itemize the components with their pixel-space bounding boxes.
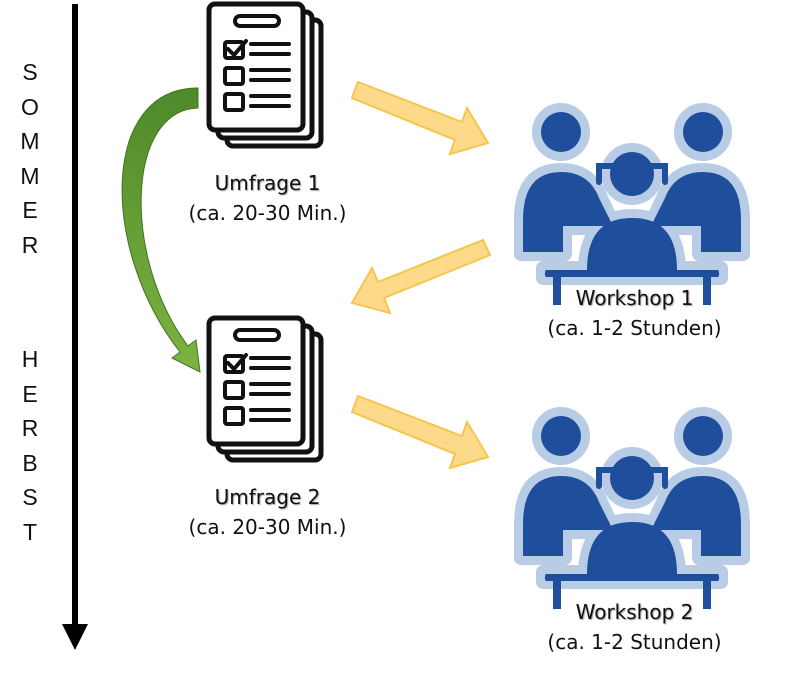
survey-1-checklist-icon xyxy=(209,4,321,146)
survey-2-duration: (ca. 20-30 Min.) xyxy=(188,515,347,539)
season-letter: O xyxy=(21,93,39,120)
curved-arrow xyxy=(121,87,201,373)
survey-1-title: Umfrage 1 xyxy=(214,171,321,195)
flow-arrow-survey2-workshop2 xyxy=(350,394,490,470)
flow-arrow-workshop1-survey2 xyxy=(350,238,492,315)
survey-2-title: Umfrage 2 xyxy=(214,485,321,509)
flow-arrow-survey1-workshop1 xyxy=(350,80,490,156)
workshop-2-meeting-icon xyxy=(521,414,743,609)
timeline-arrow xyxy=(62,4,88,650)
season-letter: R xyxy=(21,231,39,258)
survey-2-label: Umfrage 2 (ca. 20-30 Min.) xyxy=(160,482,375,542)
workshop-1-title: Workshop 1 xyxy=(575,286,694,310)
workshop-2-duration: (ca. 1-2 Stunden) xyxy=(547,630,722,654)
season-letter: B xyxy=(22,449,38,476)
survey-1-label: Umfrage 1 (ca. 20-30 Min.) xyxy=(160,168,375,228)
workshop-2-title: Workshop 2 xyxy=(575,600,694,624)
season-letter: S xyxy=(22,59,38,85)
survey-1-duration: (ca. 20-30 Min.) xyxy=(188,201,347,225)
season-letter: M xyxy=(20,162,40,189)
season-label-autumn: H E R B S T xyxy=(16,342,44,549)
season-letter: M xyxy=(20,128,40,154)
workshop-1-duration: (ca. 1-2 Stunden) xyxy=(547,316,722,340)
season-letter: E xyxy=(22,380,38,407)
workshop-2-label: Workshop 2 (ca. 1-2 Stunden) xyxy=(517,597,752,657)
season-letter: S xyxy=(22,484,38,510)
season-letter: R xyxy=(21,415,39,441)
workshop-1-meeting-icon xyxy=(521,110,743,305)
season-letter: E xyxy=(22,197,38,223)
season-letter: H xyxy=(21,346,39,372)
survey-2-checklist-icon xyxy=(209,318,321,460)
season-letter: T xyxy=(22,518,38,545)
workshop-1-label: Workshop 1 (ca. 1-2 Stunden) xyxy=(517,283,752,343)
season-label-summer: S O M M E R xyxy=(16,55,44,262)
